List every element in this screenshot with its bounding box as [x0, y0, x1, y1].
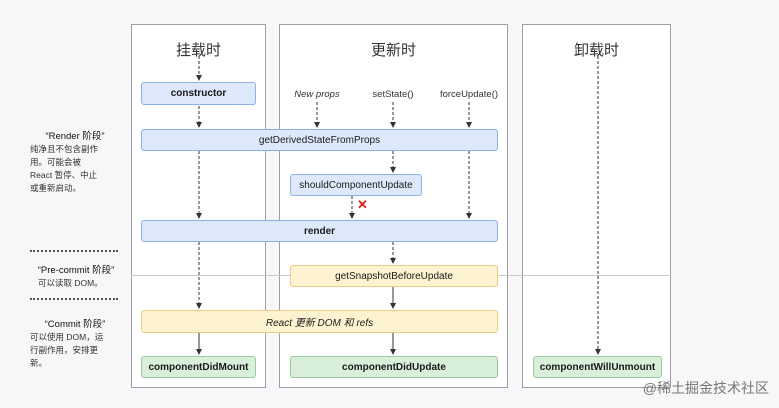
- render-phase-desc-line: React 暂停、中止: [30, 170, 98, 180]
- precommit-phase-title: “Pre-commit 阶段”: [37, 265, 115, 276]
- render-phase-divider: [30, 250, 118, 252]
- commit-separator-unmount: [522, 275, 671, 276]
- component-did-mount-box: componentDidMount: [141, 356, 256, 378]
- commit-phase-desc-line: 可以使用 DOM，运: [30, 332, 104, 342]
- new-props-trigger: New props: [294, 89, 340, 100]
- watermark-text: @稀土掘金技术社区: [642, 380, 769, 396]
- commit-phase-desc: 可以使用 DOM，运 行副作用，安排更 新。: [30, 331, 125, 370]
- component-did-update-box: componentDidUpdate: [290, 356, 498, 378]
- should-component-update-box: shouldComponentUpdate: [290, 174, 422, 196]
- mounting-column-title: 挂载时: [175, 42, 221, 59]
- get-derived-state-box: getDerivedStateFromProps: [141, 129, 498, 151]
- constructor-box: constructor: [141, 82, 256, 105]
- render-box: render: [141, 220, 498, 242]
- cross-mark-icon: ✕: [357, 197, 368, 212]
- render-phase-title: “Render 阶段”: [45, 131, 105, 142]
- render-phase-desc: 纯净且不包含副作 用。可能会被 React 暂停、中止 或重新启动。: [30, 143, 125, 195]
- precommit-phase-divider: [30, 298, 118, 300]
- precommit-phase-desc-line: 可以读取 DOM。: [38, 278, 103, 288]
- commit-phase-desc-line: 新。: [30, 358, 48, 368]
- component-will-unmount-box: componentWillUnmount: [533, 356, 662, 378]
- force-update-trigger: forceUpdate(): [439, 89, 499, 100]
- unmounting-column-title: 卸载时: [573, 42, 619, 59]
- get-snapshot-box: getSnapshotBeforeUpdate: [290, 265, 498, 287]
- render-phase-desc-line: 纯净且不包含副作: [30, 144, 99, 154]
- commit-phase-title: “Commit 阶段”: [44, 319, 106, 330]
- unmounting-column: 卸载时: [522, 24, 671, 388]
- render-phase-desc-line: 或重新启动。: [30, 183, 82, 193]
- set-state-trigger: setState(): [372, 89, 414, 100]
- commit-phase-desc-line: 行副作用，安排更: [30, 345, 99, 355]
- react-updates-dom-box: React 更新 DOM 和 refs: [141, 310, 498, 333]
- updating-column-title: 更新时: [370, 42, 416, 59]
- precommit-phase-desc: 可以读取 DOM。: [38, 277, 128, 290]
- render-phase-desc-line: 用。可能会被: [30, 157, 82, 167]
